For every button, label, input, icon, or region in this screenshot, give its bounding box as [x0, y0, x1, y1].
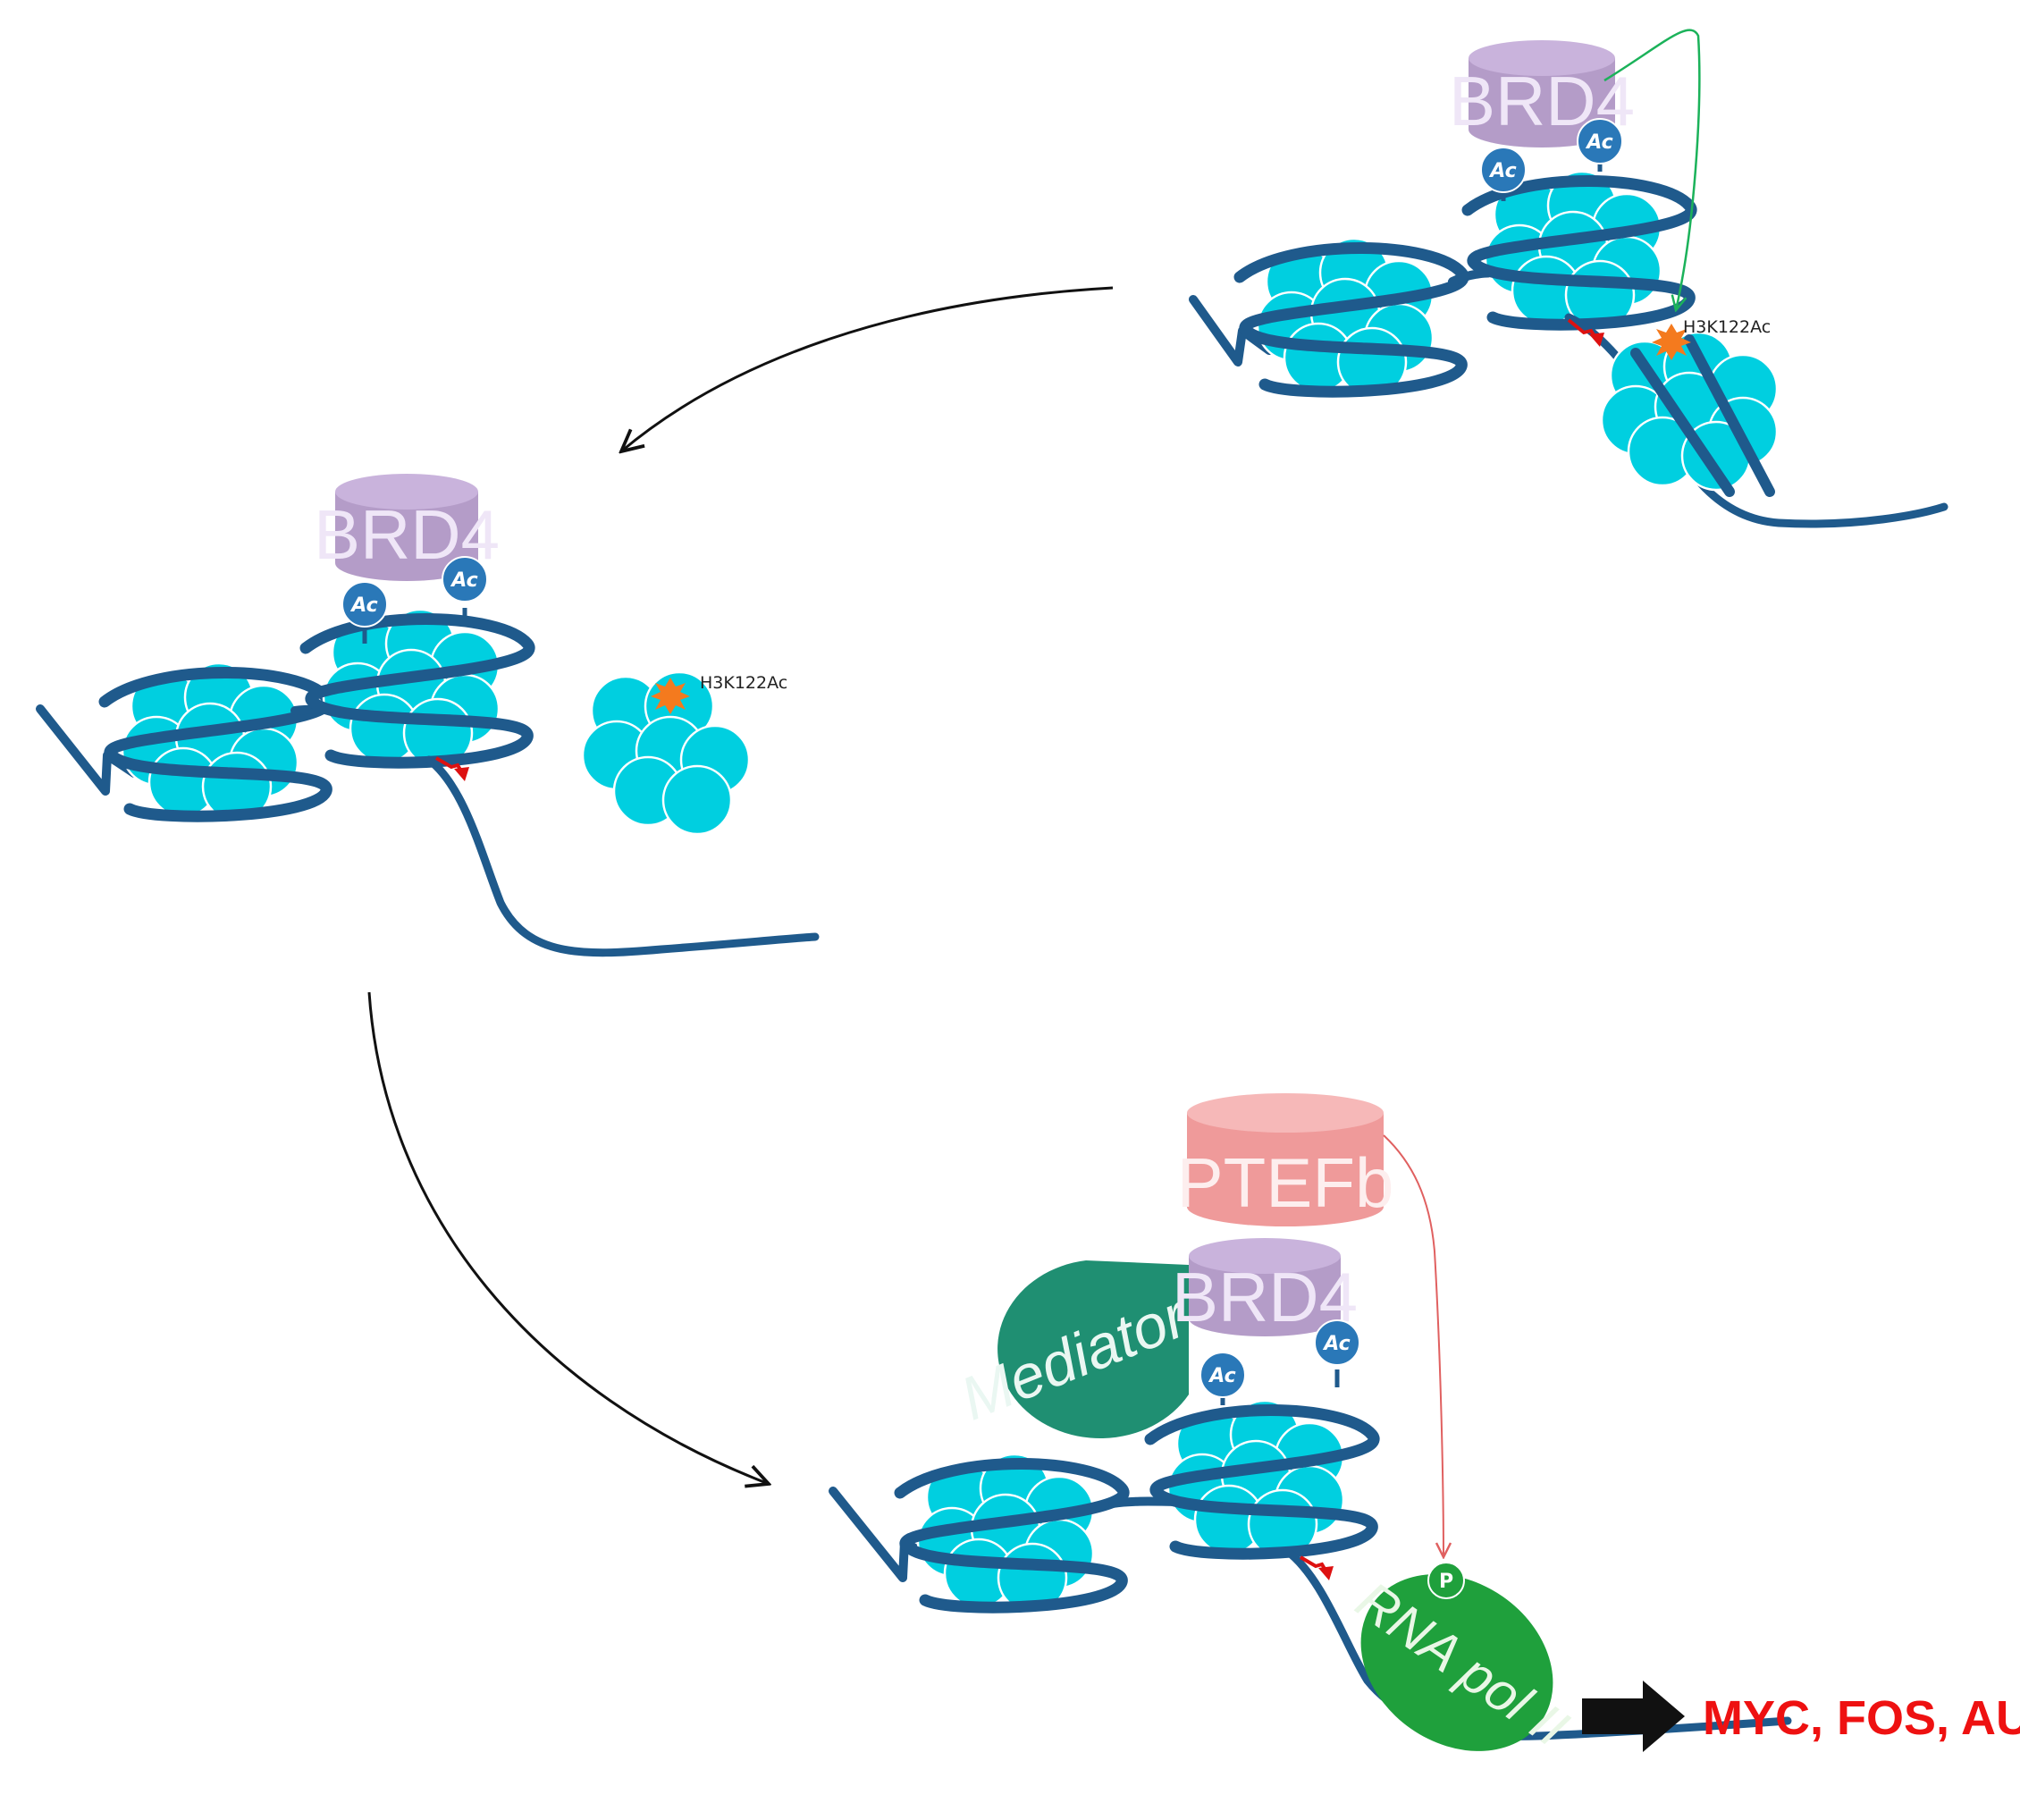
h3k122ac-label: H3K122Ac [700, 673, 787, 693]
panel-middle-left: BRD4 Ac Ac H3K122Ac [36, 474, 820, 957]
evicted-histone-octamer [581, 670, 751, 836]
acetyl-group: Ac [1577, 118, 1623, 164]
svg-text:P: P [1439, 1571, 1453, 1593]
svg-text:Ac: Ac [1208, 1365, 1235, 1387]
acetyl-group: Ac [341, 581, 388, 628]
tss-arrowhead [454, 767, 469, 781]
nucleosome [105, 661, 328, 821]
pink-phosphorylation-arrow [1383, 1134, 1443, 1557]
mediator-complex: Mediator [952, 1260, 1198, 1439]
cycle-arrow-top [621, 286, 1114, 451]
phosphate-group: P [1427, 1562, 1465, 1599]
svg-text:Ac: Ac [1488, 160, 1516, 182]
target-genes-label: MYC, FOS, AURKB [1703, 1691, 2020, 1745]
h3k122ac-star [651, 678, 690, 714]
svg-text:Ac: Ac [450, 569, 477, 592]
h3k122ac-label: H3K122Ac [1683, 317, 1771, 337]
ptefb-label: PTEFb [1177, 1143, 1394, 1222]
acetyl-group: Ac [1314, 1319, 1360, 1366]
nucleosome [1240, 237, 1463, 396]
svg-text:Ac: Ac [349, 594, 377, 617]
panel-bottom: Mediator BRD4 PTEFb Ac Ac [829, 1093, 2020, 1758]
dna-strand [425, 755, 820, 957]
brd4-cylinder: BRD4 [1172, 1238, 1358, 1336]
nucleosome-bound [1150, 1399, 1374, 1558]
panel-top-right: BRD4 Ac Ac H3K122Ac [1189, 29, 1948, 528]
nucleosome [900, 1453, 1124, 1612]
tss-arrowhead [1318, 1566, 1334, 1580]
h3k122ac-star [1652, 324, 1691, 360]
ptefb-cylinder: PTEFb [1177, 1093, 1394, 1226]
tss-arrowhead [1589, 333, 1604, 347]
green-acetylation-arrow [1603, 29, 1701, 310]
acetyl-group: Ac [442, 556, 488, 602]
acetyl-group: Ac [1199, 1352, 1246, 1398]
nucleosome-h3k122ac [1600, 331, 1779, 497]
output-arrow [1582, 1681, 1685, 1752]
svg-text:Ac: Ac [1322, 1333, 1350, 1355]
acetyl-group: Ac [1480, 147, 1527, 193]
nucleosome-bound [306, 608, 529, 767]
svg-text:Ac: Ac [1585, 131, 1612, 154]
cycle-arrow-left [367, 991, 769, 1484]
